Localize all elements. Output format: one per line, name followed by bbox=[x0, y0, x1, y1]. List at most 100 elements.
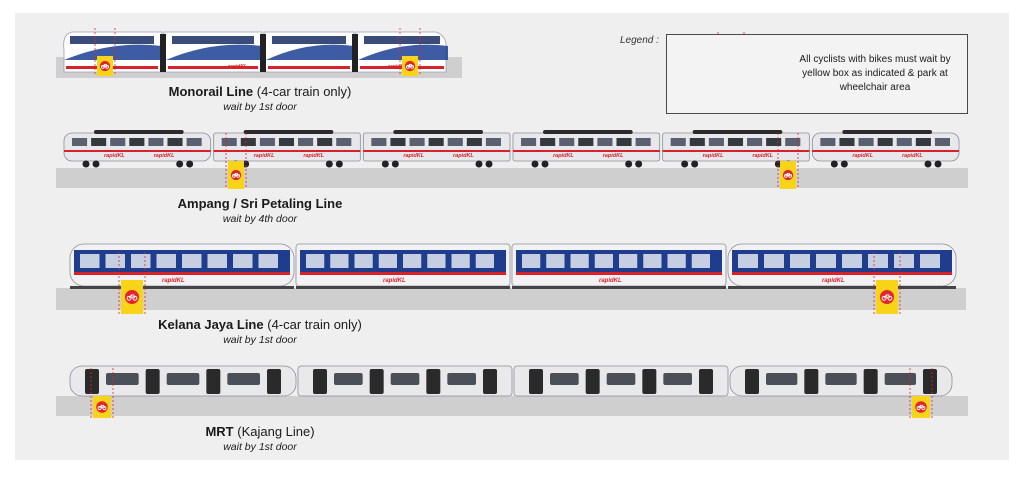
train-car bbox=[662, 130, 810, 168]
window bbox=[403, 254, 422, 268]
caption-monorail: Monorail Line (4-car train only) wait by… bbox=[160, 84, 360, 114]
door bbox=[923, 369, 937, 394]
legend-title: Legend : bbox=[620, 35, 659, 46]
bicycle-icon-wheel bbox=[887, 295, 893, 301]
brand-logo: rapidKL bbox=[822, 278, 845, 284]
brand-logo: rapidKL bbox=[228, 64, 247, 70]
window-strip bbox=[70, 36, 154, 44]
bicycle-icon-wheel bbox=[105, 65, 110, 69]
car-swoosh bbox=[266, 44, 354, 60]
train-ampang bbox=[63, 130, 960, 168]
window-strip bbox=[272, 36, 346, 44]
window bbox=[240, 138, 256, 146]
wheel bbox=[391, 160, 399, 168]
window bbox=[522, 254, 541, 268]
car-swoosh bbox=[358, 44, 448, 60]
window bbox=[766, 373, 798, 385]
train-car bbox=[811, 130, 960, 168]
bicycle-icon-wheel bbox=[881, 295, 887, 301]
window bbox=[336, 138, 352, 146]
window bbox=[371, 138, 387, 146]
undercarriage bbox=[512, 286, 726, 289]
window bbox=[738, 254, 758, 268]
window bbox=[330, 254, 349, 268]
door bbox=[85, 369, 99, 394]
window bbox=[877, 138, 893, 146]
brand-logo: rapidKL bbox=[162, 278, 185, 284]
car-gap bbox=[352, 34, 358, 72]
window bbox=[868, 254, 888, 268]
undercarriage bbox=[728, 286, 956, 289]
wheel bbox=[635, 160, 643, 168]
wheel bbox=[335, 160, 343, 168]
brand-logo: rapidKL bbox=[254, 153, 275, 159]
brand-logo: rapidKL bbox=[703, 153, 724, 159]
train-car bbox=[729, 365, 953, 397]
platform-mrt bbox=[56, 396, 968, 416]
wheel bbox=[840, 160, 848, 168]
bicycle-icon-frame bbox=[785, 173, 791, 177]
window bbox=[475, 254, 494, 268]
window bbox=[708, 138, 724, 146]
wait-note-monorail: wait by 1st door bbox=[223, 101, 297, 113]
window bbox=[227, 373, 260, 385]
bicycle-icon bbox=[881, 294, 893, 301]
bike-marker-monorail-left bbox=[94, 28, 116, 76]
train-car bbox=[163, 31, 263, 73]
brand-logo: rapidKL bbox=[453, 153, 474, 159]
window bbox=[594, 254, 613, 268]
train-kelana-jaya bbox=[69, 243, 957, 289]
wheel bbox=[531, 160, 539, 168]
window-strip bbox=[364, 36, 440, 44]
roof-unit bbox=[243, 130, 334, 134]
door bbox=[145, 369, 160, 394]
car-body bbox=[662, 132, 810, 162]
window bbox=[790, 254, 810, 268]
bicycle-icon-frame bbox=[128, 294, 136, 299]
platform-ampang bbox=[56, 168, 968, 188]
window bbox=[550, 373, 579, 385]
wheel bbox=[924, 160, 932, 168]
window bbox=[485, 138, 501, 146]
undercarriage bbox=[70, 286, 294, 289]
bicycle-icon-wheel bbox=[236, 174, 241, 178]
window bbox=[354, 254, 373, 268]
window bbox=[428, 138, 444, 146]
door bbox=[369, 369, 384, 394]
brand-logo: rapidKL bbox=[303, 153, 324, 159]
red-stripe bbox=[812, 150, 959, 152]
window bbox=[129, 138, 145, 146]
bicycle-icon-frame bbox=[883, 294, 891, 299]
window-strip bbox=[172, 36, 254, 44]
window bbox=[106, 373, 139, 385]
train-car bbox=[512, 130, 661, 168]
legend-text: All cyclists with bikes must wait by yel… bbox=[799, 54, 951, 93]
roof-unit bbox=[94, 130, 184, 134]
door bbox=[483, 369, 497, 394]
door bbox=[804, 369, 819, 394]
car-gap bbox=[260, 34, 266, 72]
window bbox=[110, 138, 126, 146]
bike-marker-mrt-right bbox=[909, 368, 933, 418]
roof-unit bbox=[393, 130, 483, 134]
line-name-monorail: Monorail Line (4-car train only) bbox=[168, 84, 352, 99]
red-stripe bbox=[64, 150, 211, 152]
window bbox=[378, 254, 397, 268]
brand-logo: rapidKL bbox=[154, 153, 175, 159]
window bbox=[663, 373, 692, 385]
bicycle-icon-wheel bbox=[783, 174, 788, 178]
window bbox=[258, 254, 278, 268]
window bbox=[233, 254, 253, 268]
roof-unit bbox=[692, 130, 783, 134]
wheel bbox=[830, 160, 838, 168]
door bbox=[863, 369, 878, 394]
train-car bbox=[513, 365, 729, 397]
door bbox=[267, 369, 281, 394]
bike-marker-ampang-left bbox=[225, 133, 247, 189]
window bbox=[221, 138, 237, 146]
bicycle-icon-wheel bbox=[100, 65, 105, 69]
door bbox=[642, 369, 657, 394]
window bbox=[298, 138, 314, 146]
window bbox=[466, 138, 482, 146]
